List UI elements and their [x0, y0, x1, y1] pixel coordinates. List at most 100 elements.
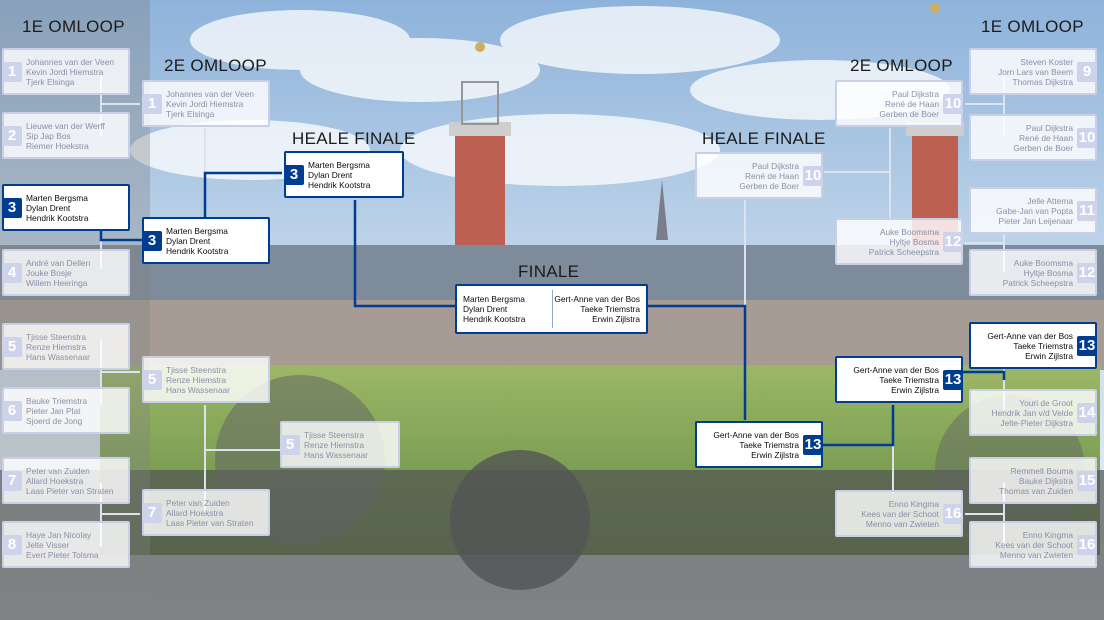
player-name: Taeke Triemstra [1013, 340, 1073, 351]
player-name: Remmelt Bouma [1010, 465, 1073, 476]
player-name: Hendrik Kootstra [26, 212, 89, 223]
header-right-round2: 2E OMLOOP [850, 56, 953, 75]
player-name: Hans Wassenaar [166, 384, 230, 395]
player-name: Johannes van der Veen [26, 56, 115, 67]
player-name: Laas Pieter van Straten [166, 517, 254, 528]
seed-number: 15 [1077, 470, 1097, 491]
seed-number: 7 [142, 502, 162, 523]
player-name: Youri de Groot [1019, 397, 1073, 408]
player-name: René de Haan [744, 170, 799, 181]
player-name: Lieuwe van der Werff [26, 120, 105, 131]
player-name: Marten Bergsma [166, 225, 228, 236]
player-name: Thomas van Zuiden [998, 485, 1073, 496]
player-name: Gerben de Boer [739, 180, 799, 191]
seed-number: 5 [280, 434, 300, 455]
seed-number: 11 [1077, 200, 1097, 221]
player-name: Hendrik Jan v/d Velde [991, 407, 1073, 418]
player-name: Tjerk Elsinga [26, 76, 75, 87]
seed-number: 4 [2, 262, 22, 283]
player-name: Taeke Triemstra [879, 374, 939, 385]
player-name: Enno Kingma [1022, 529, 1073, 540]
player-name: Tjisse Steenstra [26, 331, 87, 342]
player-name: Thomas Dijkstra [1012, 76, 1074, 87]
player-name: Evert Pieter Tolsma [26, 549, 99, 560]
player-name: Sip Jap Bos [26, 130, 71, 141]
player-name: André van Dellen [26, 257, 91, 268]
player-name: Kees van der Schoot [995, 539, 1073, 550]
player-name: Menno van Zwieten [865, 518, 939, 529]
seed-number: 5 [2, 336, 22, 357]
seed-number: 6 [2, 400, 22, 421]
player-name: Gert-Anne van der Bos [987, 330, 1073, 341]
player-name: Gert-Anne van der Bos [853, 364, 939, 375]
player-name: Erwin Zijlstra [592, 314, 640, 324]
header-final: FINALE [518, 262, 580, 281]
player-name: Haye Jan Nicolay [26, 529, 92, 540]
player-name: Gerben de Boer [1013, 142, 1073, 153]
player-name: Renze Hiemstra [304, 439, 365, 450]
player-name: Dylan Drent [308, 169, 353, 180]
player-name: Hendrik Kootstra [463, 314, 526, 324]
player-name: Erwin Zijlstra [1025, 350, 1073, 361]
player-name: Dylan Drent [463, 304, 508, 314]
player-name: Laas Pieter van Straten [26, 485, 114, 496]
seed-number: 13 [803, 434, 823, 455]
player-name: Peter van Zuiden [166, 497, 230, 508]
seed-number: 1 [142, 93, 162, 114]
player-name: Gert-Anne van der Bos [554, 294, 640, 304]
seed-number: 12 [1077, 262, 1097, 283]
final-divider [551, 290, 553, 328]
header-left-round1: 1E OMLOOP [22, 17, 125, 36]
player-name: Hans Wassenaar [304, 449, 368, 460]
player-name: Bauke Dijkstra [1019, 475, 1073, 486]
seed-number: 13 [1077, 335, 1097, 356]
player-name: Erwin Zijlstra [891, 384, 939, 395]
seed-number: 5 [142, 369, 162, 390]
player-name: Johannes van der Veen [166, 88, 255, 99]
player-name: Steven Koster [1020, 56, 1073, 67]
player-name: Pieter Jan Plat [26, 405, 81, 416]
player-name: Allard Hoekstra [166, 507, 224, 518]
seed-number: 2 [2, 125, 22, 146]
player-name: Dylan Drent [26, 202, 71, 213]
player-name: Tjerk Elsinga [166, 108, 215, 119]
player-name: Patrick Scheepstra [868, 246, 939, 257]
seed-number: 7 [2, 470, 22, 491]
player-name: Renze Hiemstra [166, 374, 227, 385]
seed-number: 14 [1077, 402, 1097, 423]
final-left-team: Marten Bergsma Dylan Drent Hendrik Koots… [463, 294, 525, 324]
seed-number: 3 [2, 197, 22, 218]
player-name: Tjisse Steenstra [166, 364, 227, 375]
